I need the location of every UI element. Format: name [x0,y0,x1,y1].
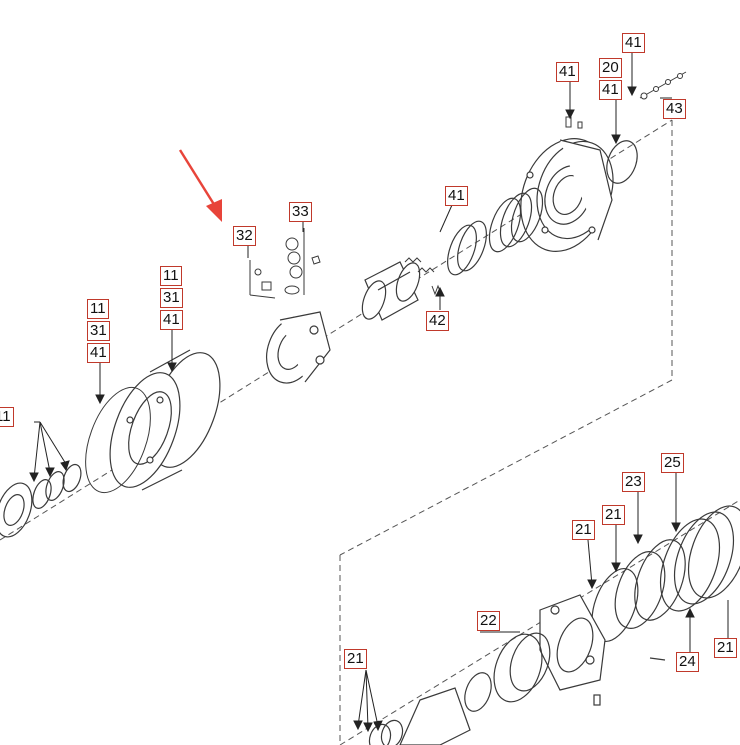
assembly-axis-lines [0,119,740,745]
callout-label: 25 [661,453,684,473]
callout-label: 33 [289,202,312,222]
callout-label: 23 [622,472,645,492]
callout-label: 41 [599,80,622,100]
piston-rings [447,187,544,276]
shaft [368,687,601,745]
callout-label: 31 [160,288,183,308]
gear-ring [464,632,551,712]
callout-label: 11 [0,407,14,427]
callout-label: 11 [87,299,109,319]
callout-label: 21 [572,520,595,540]
small-parts-32-33 [249,228,321,299]
callout-label: 21 [602,505,625,525]
o-ring-flange [606,140,638,184]
callout-label: 41 [160,310,183,330]
housing-flange [520,138,614,252]
callout-label: 24 [676,652,699,672]
carrier [539,594,666,691]
callout-label: 20 [599,58,622,78]
callout-label: 42 [426,311,449,331]
callout-label: 22 [477,611,500,631]
callout-label: 41 [87,343,110,363]
callout-label: 41 [445,186,468,206]
drum-housing [109,349,221,491]
callout-label: 21 [344,649,367,669]
hub [266,311,331,384]
callout-label: 41 [622,33,645,53]
left-rings [0,463,82,538]
small-pins [565,71,687,129]
callout-label: 43 [663,99,686,119]
leader-lines [29,52,729,733]
highlight-arrow [178,149,222,222]
cylinder-block [361,261,421,321]
callout-label: 32 [233,226,256,246]
callout-label: 11 [160,266,182,286]
disc-pack [591,505,740,642]
callout-label: 31 [87,321,110,341]
callout-label: 41 [556,62,579,82]
callout-label: 21 [714,638,737,658]
o-ring-drum [85,386,151,494]
